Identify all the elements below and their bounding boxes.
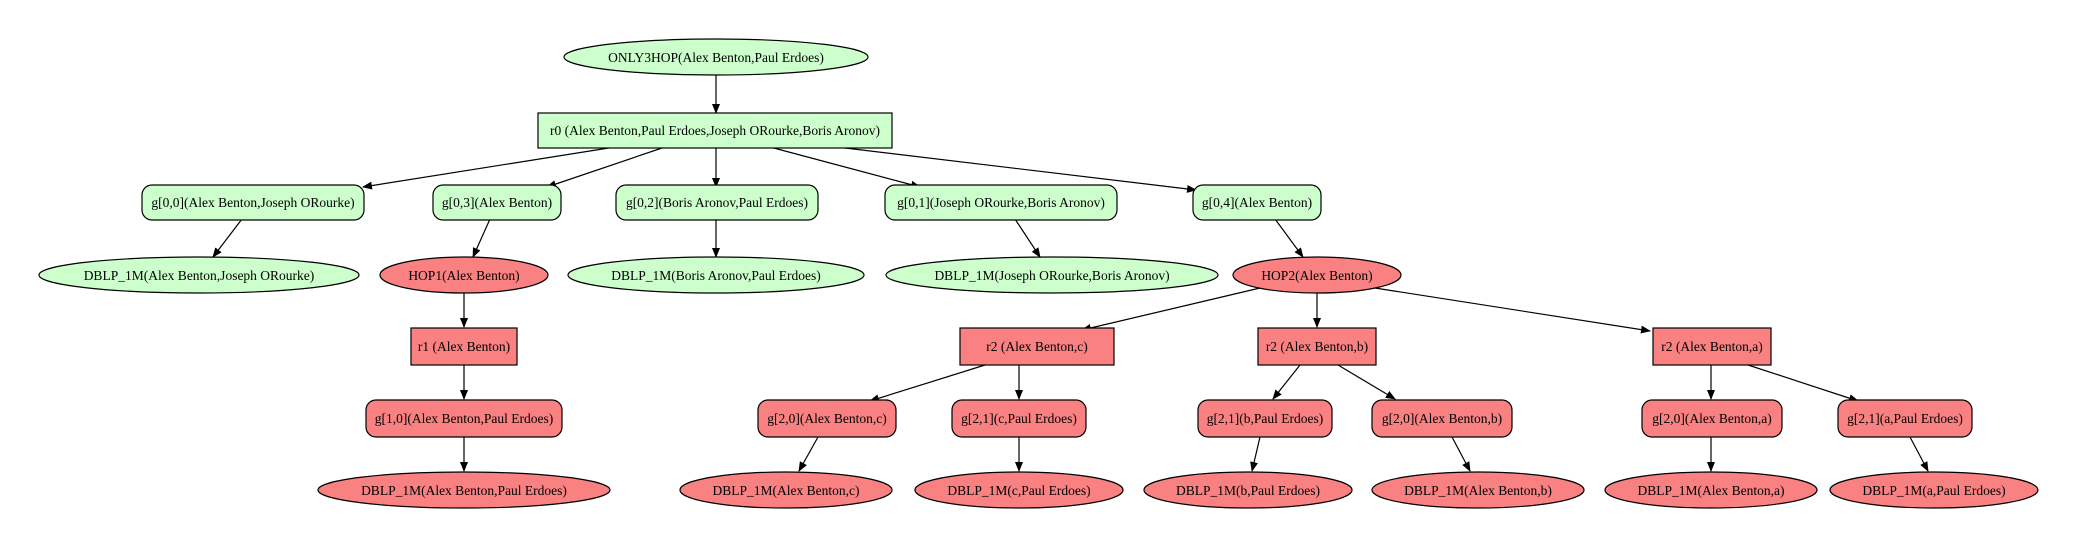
node-label: g[2,0](Alex Benton,a)	[1652, 411, 1772, 426]
node-hop1: HOP1(Alex Benton)	[379, 256, 549, 294]
node-g04: g[0,4](Alex Benton)	[1192, 184, 1322, 221]
node-g20c: g[2,0](Alex Benton,c)	[757, 399, 897, 438]
nodes: ONLY3HOP(Alex Benton,Paul Erdoes) r0 (Al…	[38, 38, 2039, 509]
node-label: DBLP_1M(Alex Benton,a)	[1638, 483, 1785, 498]
node-label: DBLP_1M(Alex Benton,c)	[713, 483, 860, 498]
edges	[212, 75, 1929, 472]
node-label: g[2,1](a,Paul Erdoes)	[1847, 411, 1963, 426]
node-g10: g[1,0](Alex Benton,Paul Erdoes)	[365, 399, 563, 438]
edge-g04-hop2	[1274, 218, 1304, 258]
node-label: g[0,3](Alex Benton)	[442, 195, 552, 210]
edge-r2c-g20c	[869, 364, 986, 403]
edge-r2b-g21b	[1272, 364, 1301, 400]
edge-r0-g03	[546, 146, 666, 188]
node-dblp-b-pe: DBLP_1M(b,Paul Erdoes)	[1143, 471, 1353, 509]
node-label: DBLP_1M(a,Paul Erdoes)	[1862, 483, 2005, 498]
node-r0: r0 (Alex Benton,Paul Erdoes,Joseph ORour…	[537, 112, 893, 149]
node-g20b: g[2,0](Alex Benton,b)	[1371, 399, 1513, 438]
node-label: g[0,2](Boris Aronov,Paul Erdoes)	[626, 195, 808, 210]
edge-g01-dblp	[1014, 218, 1041, 258]
node-label: DBLP_1M(Alex Benton,Joseph ORourke)	[84, 268, 315, 283]
node-label: r0 (Alex Benton,Paul Erdoes,Joseph ORour…	[550, 123, 880, 138]
node-dblp-jo-ba: DBLP_1M(Joseph ORourke,Boris Aronov)	[885, 256, 1219, 294]
node-g00: g[0,0](Alex Benton,Joseph ORourke)	[141, 184, 365, 221]
node-label: r2 (Alex Benton,c)	[986, 339, 1088, 354]
node-label: r2 (Alex Benton,b)	[1266, 339, 1368, 354]
edge-r0-g01	[769, 146, 921, 189]
node-g20a: g[2,0](Alex Benton,a)	[1641, 399, 1783, 438]
node-g02: g[0,2](Boris Aronov,Paul Erdoes)	[615, 184, 819, 221]
node-label: HOP2(Alex Benton)	[1261, 268, 1372, 283]
node-label: DBLP_1M(c,Paul Erdoes)	[947, 483, 1090, 498]
node-label: g[2,1](b,Paul Erdoes)	[1207, 411, 1324, 426]
node-label: DBLP_1M(Boris Aronov,Paul Erdoes)	[611, 268, 821, 283]
node-dblp-c-pe: DBLP_1M(c,Paul Erdoes)	[914, 471, 1124, 509]
edge-g20b-dblp	[1451, 436, 1471, 472]
edge-r0-g00	[362, 146, 616, 190]
node-only3hop: ONLY3HOP(Alex Benton,Paul Erdoes)	[563, 38, 869, 76]
node-dblp-ab-b: DBLP_1M(Alex Benton,b)	[1371, 471, 1585, 509]
node-label: DBLP_1M(Joseph ORourke,Boris Aronov)	[934, 268, 1169, 283]
node-g21a: g[2,1](a,Paul Erdoes)	[1837, 399, 1973, 438]
node-hop2: HOP2(Alex Benton)	[1232, 256, 1402, 294]
node-label: g[1,0](Alex Benton,Paul Erdoes)	[375, 411, 553, 426]
node-r2b: r2 (Alex Benton,b)	[1257, 327, 1377, 366]
node-g01: g[0,1](Joseph ORourke,Boris Aronov)	[884, 184, 1118, 221]
node-label: g[0,4](Alex Benton)	[1202, 195, 1312, 210]
node-r2c: r2 (Alex Benton,c)	[959, 327, 1115, 366]
edge-r2a-g21a	[1744, 363, 1859, 403]
edge-r2b-g20b	[1337, 364, 1396, 400]
node-label: DBLP_1M(b,Paul Erdoes)	[1176, 483, 1320, 498]
edge-hop2-r2c	[1081, 287, 1261, 332]
node-label: g[2,1](c,Paul Erdoes)	[961, 411, 1077, 426]
node-dblp-ab-c: DBLP_1M(Alex Benton,c)	[679, 471, 893, 509]
node-r1: r1 (Alex Benton)	[410, 327, 518, 366]
node-label: g[2,0](Alex Benton,b)	[1382, 411, 1502, 426]
node-label: DBLP_1M(Alex Benton,b)	[1404, 483, 1552, 498]
node-label: ONLY3HOP(Alex Benton,Paul Erdoes)	[608, 50, 824, 65]
edge-hop2-r2a	[1374, 287, 1651, 334]
edge-g21b-dblp	[1250, 436, 1261, 472]
node-label: g[2,0](Alex Benton,c)	[767, 411, 887, 426]
node-g21b: g[2,1](b,Paul Erdoes)	[1197, 399, 1333, 438]
edge-g21a-dblp	[1909, 436, 1929, 472]
edge-g20c-dblp	[798, 436, 819, 472]
node-label: g[0,0](Alex Benton,Joseph ORourke)	[151, 195, 354, 210]
node-label: r1 (Alex Benton)	[418, 339, 510, 354]
node-g21c: g[2,1](c,Paul Erdoes)	[951, 399, 1087, 438]
node-label: r2 (Alex Benton,a)	[1661, 339, 1763, 354]
node-label: DBLP_1M(Alex Benton,Paul Erdoes)	[361, 483, 567, 498]
edge-r0-g04	[819, 144, 1197, 193]
node-label: HOP1(Alex Benton)	[408, 268, 519, 283]
node-dblp-ab-pe: DBLP_1M(Alex Benton,Paul Erdoes)	[317, 471, 611, 509]
edge-g03-hop1	[472, 218, 491, 258]
node-g03: g[0,3](Alex Benton)	[432, 184, 562, 221]
node-dblp-ba-pe: DBLP_1M(Boris Aronov,Paul Erdoes)	[567, 256, 865, 294]
node-dblp-ab-jo: DBLP_1M(Alex Benton,Joseph ORourke)	[38, 256, 360, 294]
edge-g00-dblp	[212, 218, 243, 258]
node-dblp-ab-a: DBLP_1M(Alex Benton,a)	[1604, 471, 1818, 509]
node-r2a: r2 (Alex Benton,a)	[1652, 327, 1772, 366]
node-label: g[0,1](Joseph ORourke,Boris Aronov)	[897, 195, 1105, 210]
node-dblp-a-pe: DBLP_1M(a,Paul Erdoes)	[1829, 471, 2039, 509]
